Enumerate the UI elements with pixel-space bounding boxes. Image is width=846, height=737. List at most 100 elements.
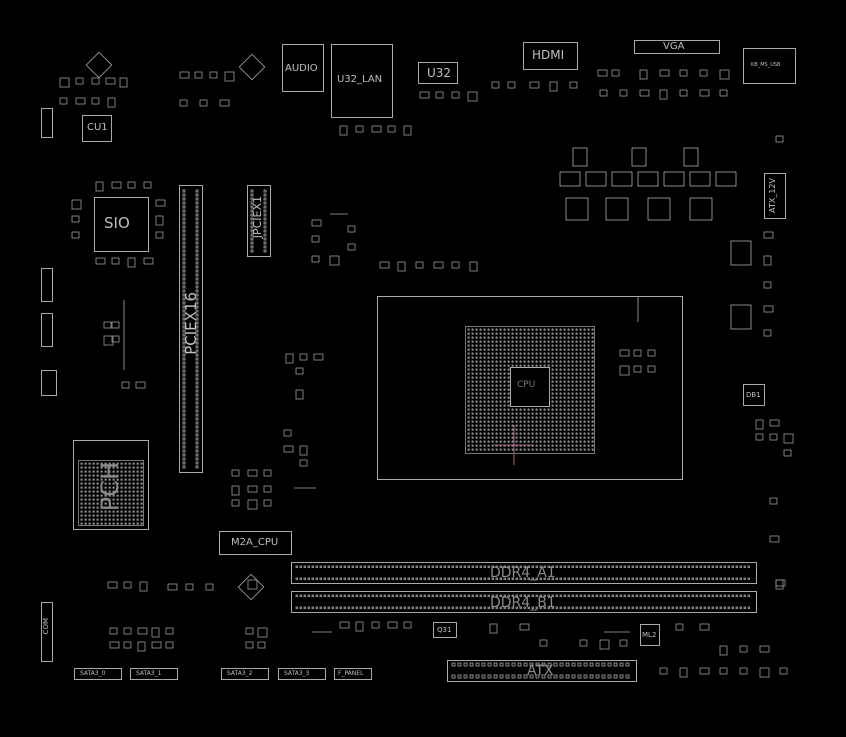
pch-chip[interactable] bbox=[73, 440, 149, 530]
ddr-a-pin bbox=[459, 577, 462, 580]
ddr-a-pin bbox=[603, 577, 606, 580]
pcie16-pin bbox=[195, 233, 199, 237]
cpu-socket[interactable] bbox=[377, 296, 683, 480]
usb32-connector[interactable] bbox=[418, 62, 458, 84]
pcie16-pin bbox=[182, 233, 186, 237]
atx-pin bbox=[469, 662, 474, 667]
ddr-a-pin bbox=[575, 577, 578, 580]
pcie16-pin bbox=[195, 209, 199, 213]
cpu-pad bbox=[495, 408, 498, 411]
pcie16-pin bbox=[195, 229, 199, 233]
ddr-a-pin bbox=[639, 565, 642, 568]
ddr-b-pin bbox=[371, 606, 374, 609]
cpu-pad bbox=[503, 364, 506, 367]
ddr-a-pin bbox=[383, 577, 386, 580]
cpu-pad bbox=[511, 328, 514, 331]
passive-component bbox=[647, 349, 656, 357]
sio-chip[interactable] bbox=[94, 197, 149, 252]
rotated-chip bbox=[237, 573, 265, 601]
cpu-pad bbox=[531, 352, 534, 355]
com-header[interactable] bbox=[41, 602, 53, 662]
ddr-b-pin bbox=[435, 594, 438, 597]
ddr-a-pin bbox=[407, 577, 410, 580]
sata3-2-port[interactable] bbox=[221, 668, 269, 680]
cpu-pad bbox=[471, 392, 474, 395]
ddr-a-pin bbox=[347, 577, 350, 580]
pcie1-pin bbox=[250, 225, 254, 229]
m2a-cpu-slot[interactable] bbox=[219, 531, 292, 555]
usb2b-header[interactable] bbox=[41, 313, 53, 347]
pch-pad bbox=[140, 474, 143, 477]
vrm-cap bbox=[572, 147, 588, 167]
ddr-b-pin bbox=[303, 594, 306, 597]
cpu-pad bbox=[487, 412, 490, 415]
ddr-a-pin bbox=[427, 565, 430, 568]
pch-pad bbox=[120, 490, 123, 493]
cpu-pad bbox=[471, 420, 474, 423]
passive-component bbox=[355, 125, 364, 133]
ddr4-b1-slot[interactable] bbox=[291, 591, 757, 613]
usb3-header[interactable] bbox=[41, 108, 53, 138]
cpu-pad bbox=[491, 416, 494, 419]
cpu-pad bbox=[511, 432, 514, 435]
ddr-a-pin bbox=[639, 577, 642, 580]
cpu-pad bbox=[591, 384, 594, 387]
cpu-pad bbox=[543, 364, 546, 367]
pch-pad bbox=[108, 518, 111, 521]
vga-connector[interactable] bbox=[634, 40, 720, 54]
cpu-pad bbox=[583, 340, 586, 343]
ddr-b-pin bbox=[535, 594, 538, 597]
atx-pin bbox=[547, 674, 552, 679]
sata3-3-port[interactable] bbox=[278, 668, 326, 680]
cpu-pad bbox=[523, 424, 526, 427]
ml2-chip[interactable] bbox=[640, 624, 660, 646]
cpu-pad bbox=[583, 356, 586, 359]
cpu-pad bbox=[511, 336, 514, 339]
cpu-pad bbox=[563, 368, 566, 371]
cpu-pad bbox=[563, 432, 566, 435]
kq1-chip[interactable] bbox=[41, 370, 57, 396]
pch-pad bbox=[112, 486, 115, 489]
pcie16-pin bbox=[182, 193, 186, 197]
ddr-a-pin bbox=[383, 565, 386, 568]
ddr-a-pin bbox=[603, 565, 606, 568]
sata3-0-port[interactable] bbox=[74, 668, 122, 680]
cpu-pad bbox=[527, 412, 530, 415]
pch-pad bbox=[80, 518, 83, 521]
pch-pad bbox=[140, 482, 143, 485]
cpu-pad bbox=[483, 352, 486, 355]
pch-pad bbox=[100, 498, 103, 501]
q31-chip[interactable] bbox=[433, 622, 457, 638]
pcie16-pin bbox=[195, 401, 199, 405]
f-panel-header[interactable] bbox=[334, 668, 372, 680]
passive-component bbox=[659, 667, 668, 675]
ddr-a-pin bbox=[531, 565, 534, 568]
usb2-header[interactable] bbox=[41, 268, 53, 302]
passive-component bbox=[107, 97, 116, 108]
audio-connector[interactable] bbox=[282, 44, 324, 92]
cpu-pad bbox=[507, 396, 510, 399]
ddr-a-pin bbox=[723, 565, 726, 568]
sata3-1-port[interactable] bbox=[130, 668, 178, 680]
ddr4-a1-label: DDR4_A1 bbox=[490, 565, 556, 581]
cpu-pad bbox=[535, 364, 538, 367]
lan-connector[interactable] bbox=[331, 44, 393, 118]
cpu-pad bbox=[527, 336, 530, 339]
atx12v-connector[interactable] bbox=[764, 173, 786, 219]
hdmi-connector[interactable] bbox=[523, 42, 578, 70]
cpu-pad bbox=[495, 416, 498, 419]
pciex1-slot[interactable] bbox=[247, 185, 271, 257]
kb-ms-usb-connector[interactable] bbox=[743, 48, 796, 84]
ddr4-a1-slot[interactable] bbox=[291, 562, 757, 584]
cpu-pad bbox=[511, 340, 514, 343]
pch-pad bbox=[100, 490, 103, 493]
cu1-chip[interactable] bbox=[82, 115, 112, 142]
atx-connector[interactable] bbox=[447, 660, 637, 682]
pch-pad bbox=[108, 498, 111, 501]
db1-chip[interactable] bbox=[743, 384, 765, 406]
cpu-pad bbox=[579, 368, 582, 371]
pciex16-slot[interactable] bbox=[179, 185, 203, 473]
pch-pad bbox=[136, 510, 139, 513]
atx12v-label: ATX_12V bbox=[768, 178, 777, 213]
cpu-pad bbox=[539, 356, 542, 359]
